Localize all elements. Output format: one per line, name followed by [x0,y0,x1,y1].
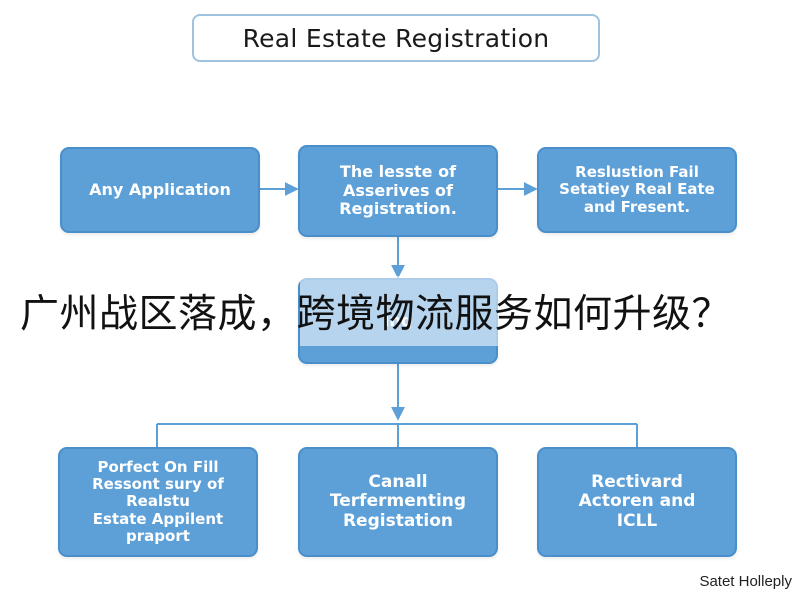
diagram-title: Real Estate Registration [192,14,600,62]
node-line: Asserives of [343,180,453,200]
node-line: Setatiey Real Eate [559,180,715,199]
overlay-headline: 广州战区落成，跨境物流服务如何升级？ [20,292,732,337]
node-line: Terfermenting [329,491,467,512]
node-line: Estate Appilent [92,509,224,528]
node-resolution[interactable]: Reslustion Fail Setatiey Real Eate and F… [537,147,737,233]
node-label: The lesste of Asserives of Registration. [339,162,457,219]
node-registration-assessment[interactable]: The lesste of Asserives of Registration. [298,145,498,237]
node-line: Registration. [339,199,457,219]
node-label: Porfect On Fill Ressont sury of Realstu … [92,457,224,545]
node-line: Reslustion Fail [575,163,699,182]
node-line: Porfect On Fill [97,457,219,476]
node-line: Registation [342,510,454,531]
node-any-application[interactable]: Any Application [60,147,260,233]
node-perfect-on-fill[interactable]: Porfect On Fill Ressont sury of Realstu … [58,447,258,557]
node-label: Any Application [89,179,231,199]
node-canall[interactable]: Canall Terfermenting Registation [298,447,498,557]
node-line: and Fresent. [583,197,691,216]
caption: Satet Holleply [699,573,792,590]
node-line: The lesste of [339,162,457,182]
node-line: praport [126,526,190,545]
node-line: Ressont sury of [92,475,224,494]
node-line: Rectivard [591,471,683,492]
node-label: Rectivard Actoren and ICLL [578,471,696,532]
node-label: Reslustion Fail Setatiey Real Eate and F… [559,163,715,216]
node-line: Actoren and [578,491,696,512]
node-line: Any Application [89,179,231,199]
node-label: Canall Terfermenting Registation [329,471,467,532]
node-rectivard[interactable]: Rectivard Actoren and ICLL [537,447,737,557]
node-line: Realstu [126,492,190,511]
overlay-headline-band: 广州战区落成，跨境物流服务如何升级？ [0,276,800,346]
node-line: Canall [368,471,428,492]
node-line: ICLL [616,510,658,531]
